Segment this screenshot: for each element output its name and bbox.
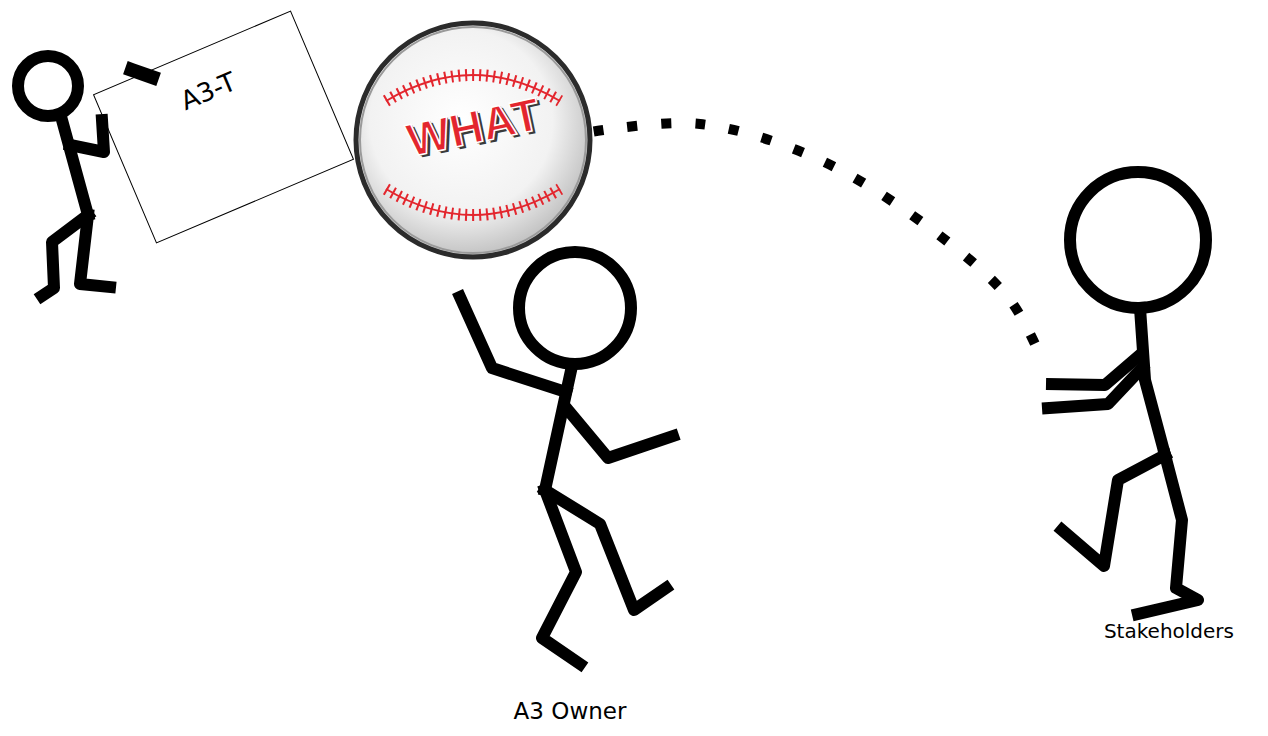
sign-holder-figure [18,56,152,296]
figure-head [18,56,78,116]
text-area: A3-T [94,12,353,243]
stakeholder-figure [1048,172,1206,614]
node-label: Stakeholders [1104,619,1234,643]
figure-leg [542,490,580,664]
owner-figure [460,252,673,664]
node-label: WHAT [402,87,545,168]
owner-figure-box: A3 Owner [450,245,690,730]
text-area: Stakeholders [1040,165,1240,645]
figure-torso [1140,308,1165,455]
figure-arm [460,297,566,392]
node-label: A3-T [176,66,240,116]
figure-leg [1138,455,1198,614]
figure-arm [70,120,104,152]
figure-leg [80,215,110,287]
text-area: A3 Owner [450,245,690,730]
ball-rim [360,27,586,253]
ball-outline [356,23,590,257]
text-area: WHAT [352,19,594,261]
ball-seam [386,189,560,215]
node-label: A3 Owner [514,698,627,724]
stakeholder-figure-box: Stakeholders [1040,165,1240,645]
figure-head [519,252,631,364]
sign-board: A3-T [93,10,354,243]
figure-arm [568,410,673,458]
figure-leg [545,490,666,610]
figure-leg [1062,455,1165,566]
dotted-throw-arc [594,123,1040,355]
ball-stitches [386,189,560,215]
figure-arm [1052,355,1140,385]
figure-hand [132,70,152,77]
figure-torso [62,120,88,215]
figure-head [1070,172,1206,308]
baseball: WHAT [352,19,594,261]
